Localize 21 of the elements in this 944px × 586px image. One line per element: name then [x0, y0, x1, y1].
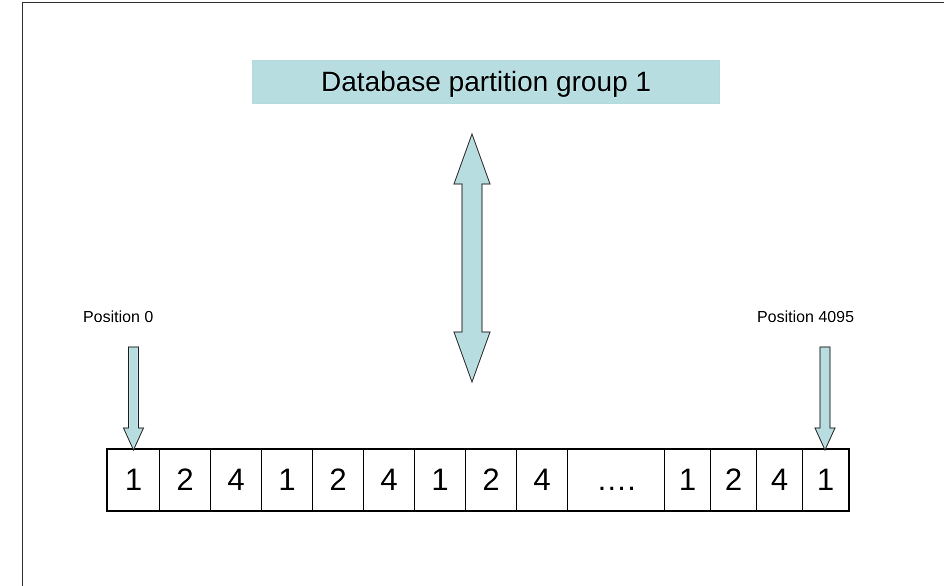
- map-cell: 2: [312, 450, 363, 510]
- double-arrow: [453, 132, 491, 384]
- map-cell: ….: [567, 450, 664, 510]
- distribution-map: [106, 448, 850, 512]
- group-label-box: Database partition group 1: [252, 60, 720, 104]
- map-cell: 4: [210, 450, 261, 510]
- map-cell: 2: [465, 450, 516, 510]
- map-cell: 4: [756, 450, 802, 510]
- map-cell: 4: [363, 450, 414, 510]
- map-cell: 1: [664, 450, 710, 510]
- position-label: Position 0: [83, 309, 193, 329]
- map-cell: 1: [261, 450, 312, 510]
- position-label: Position 4095: [757, 309, 887, 329]
- map-cell: 1: [802, 450, 848, 510]
- map-cell: 4: [516, 450, 567, 510]
- block-arrow: [122, 346, 144, 452]
- map-cell: 2: [159, 450, 210, 510]
- map-cell: 1: [414, 450, 465, 510]
- map-cell: 2: [710, 450, 756, 510]
- block-arrow: [814, 346, 836, 452]
- map-cell: 1: [108, 450, 159, 510]
